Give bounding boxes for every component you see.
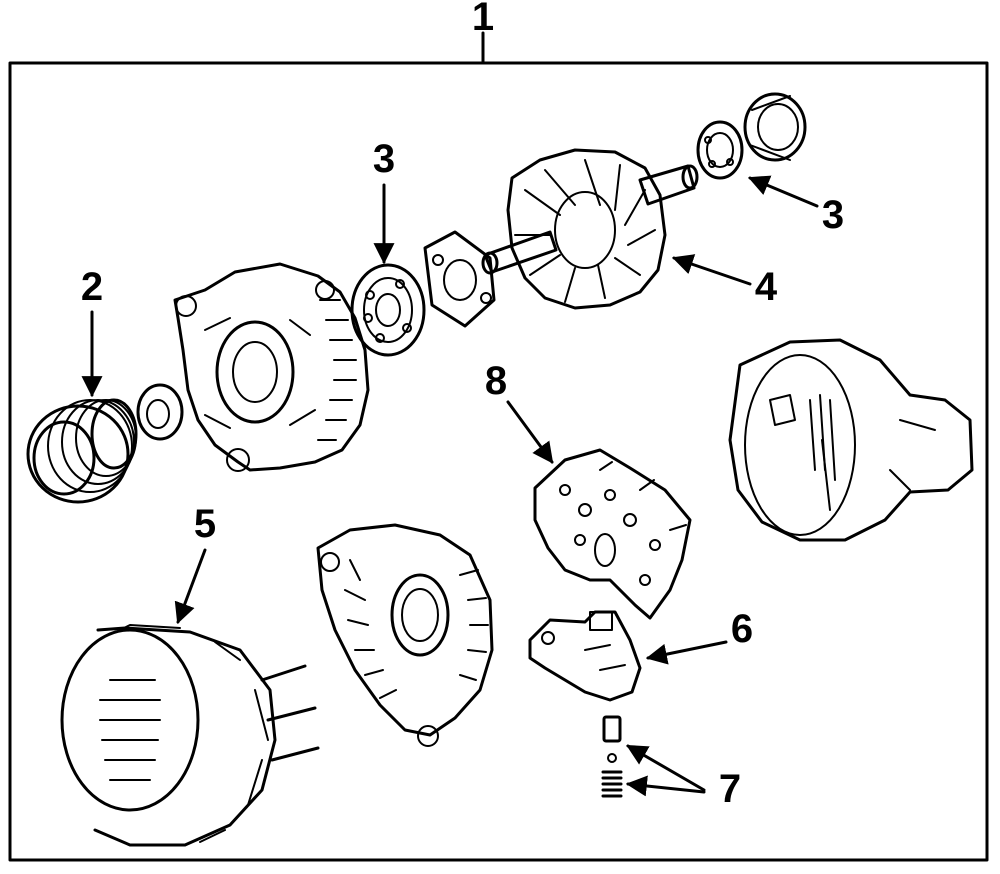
assembly-frame <box>8 61 989 862</box>
callout-5: 5 <box>194 502 216 546</box>
callout-3-rear: 3 <box>822 193 844 237</box>
brush-holder <box>528 610 642 702</box>
rotor <box>481 148 699 310</box>
callout-4-leader <box>672 254 752 286</box>
callout-3-front: 3 <box>373 137 395 181</box>
callout-4: 4 <box>755 265 778 309</box>
spacer-washer <box>136 383 184 441</box>
rear-housing <box>316 523 494 747</box>
rear-cover <box>728 338 974 542</box>
callout-3-rear-leader <box>748 175 819 208</box>
bearing-cover <box>743 92 807 162</box>
drive-end-housing <box>173 262 370 472</box>
callout-2: 2 <box>81 265 103 309</box>
callout-7-leader-brush <box>626 744 706 792</box>
callout-6-leader <box>645 640 728 665</box>
callout-8-leader <box>506 400 554 464</box>
pulley <box>26 398 138 504</box>
rectifier <box>533 448 692 620</box>
stator <box>60 624 320 847</box>
callout-1: 1 <box>472 0 494 39</box>
callout-7: 7 <box>719 767 741 811</box>
front-bearing <box>350 263 426 357</box>
brush-and-spring <box>601 715 623 798</box>
callout-5-leader <box>174 548 207 624</box>
callout-6: 6 <box>731 607 753 651</box>
callout-8: 8 <box>485 359 507 403</box>
rear-bearing <box>696 120 744 180</box>
callout-7-leader-spring <box>625 775 706 797</box>
bearing-retainer-plate <box>423 230 496 328</box>
